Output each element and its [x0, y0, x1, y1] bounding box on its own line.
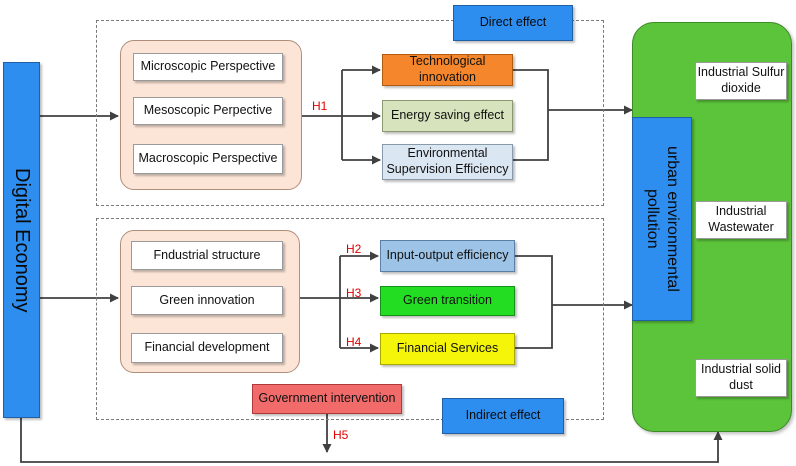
hypothesis-h4: H4 [346, 335, 362, 349]
hypothesis-h3: H3 [346, 286, 362, 300]
microscopic-perspective: Microscopic Perspective [133, 53, 283, 81]
industrial-wastewater: Industrial Wastewater [695, 201, 787, 239]
government-intervention: Government intervention [252, 384, 402, 414]
technological-innovation: Technological innovation [382, 54, 513, 86]
financial-development: Financial development [131, 333, 283, 363]
digital-economy-label: Digital Economy [11, 167, 33, 313]
green-transition: Green transition [380, 286, 515, 316]
indirect-effect-frame [96, 218, 604, 420]
input-output-efficiency: Input-output efficiency [380, 240, 515, 272]
direct-effect-label: Direct effect [453, 5, 573, 41]
industrial-sulfur-dioxide: Industrial Sulfur dioxide [695, 62, 787, 100]
mesoscopic-perspective: Mesoscopic Perpective [133, 97, 283, 125]
macroscopic-perspective: Macroscopic Perspective [133, 144, 283, 174]
digital-economy-box: Digital Economy [3, 62, 40, 418]
environmental-supervision-efficiency: Environmental Supervision Efficiency [382, 144, 513, 180]
energy-saving-effect: Energy saving effect [382, 100, 513, 132]
urban-environmental-pollution-label: urban environmental pollution [644, 146, 681, 292]
hypothesis-h1: H1 [312, 99, 328, 113]
financial-services: Financial Services [380, 333, 515, 365]
industrial-structure: Fndustrial structure [131, 241, 283, 270]
green-innovation: Green innovation [131, 286, 283, 315]
indirect-effect-label: Indirect effect [442, 398, 564, 434]
hypothesis-h5: H5 [333, 428, 349, 442]
hypothesis-h2: H2 [346, 242, 362, 256]
direct-effect-frame [96, 20, 604, 206]
industrial-solid-dust: Industrial solid dust [695, 359, 787, 397]
urban-environmental-pollution: urban environmental pollution [632, 117, 692, 321]
